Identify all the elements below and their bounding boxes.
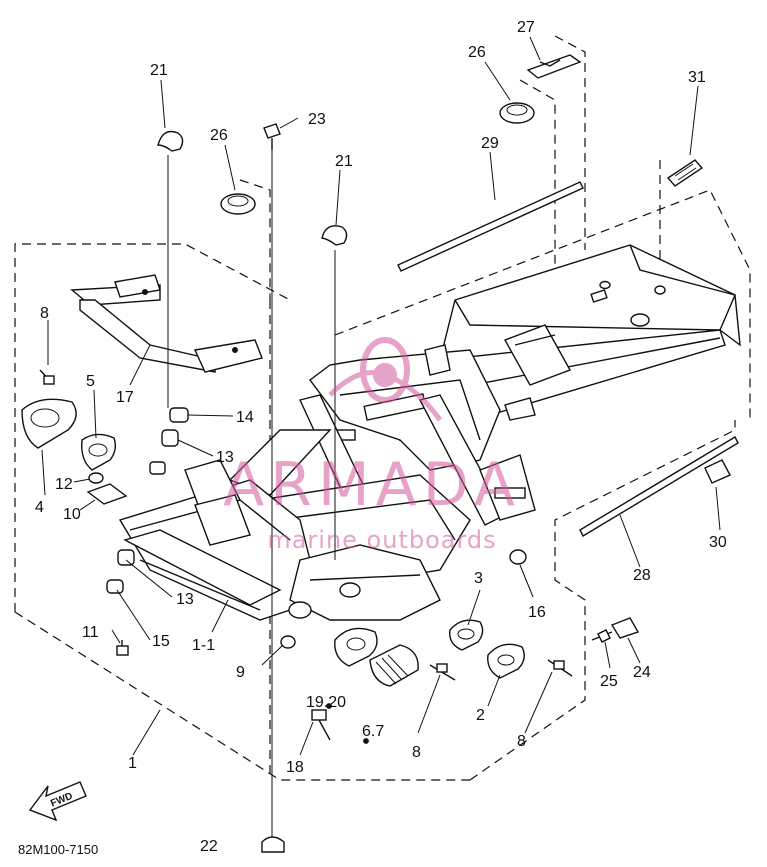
callout-11: 11: [82, 624, 99, 641]
part-27-pad: [526, 54, 582, 79]
part-18-bolt: [311, 709, 331, 741]
part-4-housing: [21, 398, 77, 449]
callout-6-7: 6.7: [362, 723, 384, 740]
callout-21-left: 21: [150, 62, 168, 79]
part-15-bushing: [106, 579, 124, 594]
watermark-brand: ARMADA: [223, 450, 521, 520]
part-13-bushing-lower: [117, 549, 135, 566]
part-12-nut: [88, 472, 104, 484]
part-2-gasket: [487, 643, 525, 679]
callout-29: 29: [481, 135, 499, 152]
part-10-bracket: [86, 483, 128, 505]
part-16-cap: [509, 549, 527, 565]
callout-19-20: 19.20: [306, 694, 346, 711]
callout-8-left: 8: [40, 305, 49, 322]
callout-26-right: 26: [468, 44, 486, 61]
watermark-logo-mark: [360, 337, 410, 403]
callout-31: 31: [688, 69, 706, 86]
part-28-strip: [579, 436, 739, 537]
part-6-7-boot: [369, 644, 419, 687]
part-11-bolt: [116, 640, 129, 656]
callout-9: 9: [236, 664, 245, 681]
part-17-frame-bar: [70, 274, 263, 373]
callout-16: 16: [528, 604, 546, 621]
part-29-strip: [397, 181, 584, 272]
callout-27: 27: [517, 19, 535, 36]
part-9-nut: [280, 635, 296, 649]
part-24-clip: [610, 617, 640, 639]
part-25-screw: [591, 629, 613, 643]
watermark: ARMADA marine outboards: [223, 337, 521, 554]
callout-28: 28: [633, 567, 651, 584]
callout-labels: 21 26 23 21 26 27 29 31 8 5 17 14 13 12 …: [35, 19, 727, 855]
callout-8-center: 8: [412, 744, 421, 761]
watermark-tagline: marine outboards: [267, 526, 496, 554]
callout-15: 15: [152, 633, 170, 650]
part-14-bushing: [169, 407, 189, 423]
callout-13-lower: 13: [176, 591, 194, 608]
callout-5: 5: [86, 373, 95, 390]
part-8-screw-center: [429, 663, 456, 681]
part-31-grille: [666, 159, 704, 187]
callout-23: 23: [308, 111, 326, 128]
callout-8-right: 8: [517, 733, 526, 750]
callout-13-upper: 13: [216, 449, 234, 466]
callout-17: 17: [116, 389, 134, 406]
callout-2: 2: [476, 707, 485, 724]
callout-14: 14: [236, 409, 254, 426]
part-8-screw-left: [39, 369, 55, 385]
part-23-bolt: [263, 123, 281, 840]
part-26-grommet-right: [499, 102, 535, 124]
callout-25: 25: [600, 673, 618, 690]
part-3-gasket: [449, 619, 484, 651]
leader-lines: [41, 36, 721, 756]
callout-24: 24: [633, 664, 651, 681]
part-8-screw-right: [547, 659, 573, 677]
callout-1: 1: [128, 755, 137, 772]
callout-18: 18: [286, 759, 304, 776]
part-30-plate: [704, 459, 731, 484]
callout-3: 3: [474, 570, 483, 587]
part-5-gasket: [81, 433, 117, 471]
part-26-grommet-left: [220, 193, 256, 215]
callout-21-center: 21: [335, 153, 353, 170]
callout-30: 30: [709, 534, 727, 551]
callout-1-1: 1-1: [192, 637, 215, 654]
part-21-clip-left: [157, 130, 184, 152]
main-frame: [118, 244, 741, 621]
callout-26-left: 26: [210, 127, 228, 144]
fwd-arrow: FWD: [28, 781, 87, 822]
callout-12: 12: [55, 476, 73, 493]
part-22-clamp: [261, 836, 285, 853]
part-6-7-marker: [363, 738, 369, 744]
diagram-code: 82M100-7150: [18, 842, 98, 857]
callout-22: 22: [200, 838, 218, 855]
part-13-bushing-upper: [149, 429, 179, 475]
callout-4: 4: [35, 499, 44, 516]
callout-10: 10: [63, 506, 81, 523]
part-19-20-marker: [326, 703, 332, 709]
part-21-clip-center: [321, 225, 348, 246]
part-19-20-seal: [334, 627, 378, 667]
